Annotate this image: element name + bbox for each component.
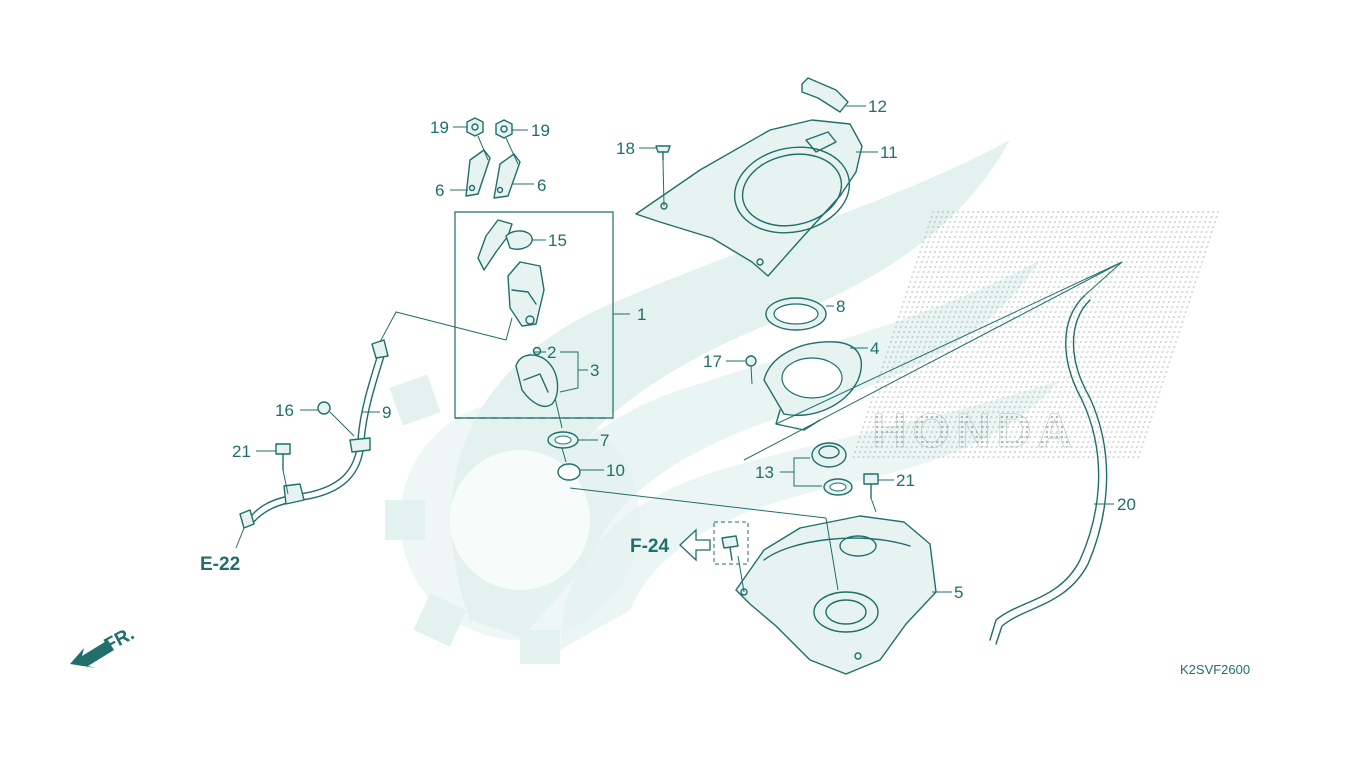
part-3-strainer[interactable] [515, 354, 559, 408]
callout-7: 7 [600, 431, 609, 450]
part-16-clamp-screw[interactable] [317, 401, 355, 437]
callout-21-right: 21 [896, 471, 915, 490]
callout-4: 4 [870, 339, 879, 358]
callout-19-right: 19 [531, 121, 550, 140]
callout-19-left: 19 [430, 118, 449, 137]
ref-f-24-bolt-box[interactable] [713, 521, 749, 565]
part-19-nut-right[interactable] [495, 119, 513, 139]
part-4-filler-neck-base[interactable] [763, 341, 863, 431]
drawing-code: K2SVF2600 [1180, 662, 1250, 677]
part-20-drain-hose[interactable] [989, 261, 1123, 645]
part-2-oring[interactable] [532, 346, 542, 356]
part-15-filter[interactable] [505, 230, 533, 250]
callout-5: 5 [954, 583, 963, 602]
ref-f-24-arrow-icon [679, 528, 711, 562]
callout-labels: 1 2 3 4 5 6 6 7 8 9 10 11 12 13 15 16 17 [232, 97, 1136, 602]
svg-text:HONDA: HONDA [872, 405, 1078, 458]
part-9-fuel-hose[interactable] [235, 311, 513, 549]
front-direction-arrow-icon [70, 640, 114, 668]
callout-20: 20 [1117, 495, 1136, 514]
watermark-brand-text: HONDA [872, 405, 1078, 459]
part-6-bracket-left[interactable] [465, 135, 491, 197]
callout-1: 1 [637, 305, 646, 324]
callout-18: 18 [616, 139, 635, 158]
part-1-fuel-pump[interactable] [477, 219, 545, 327]
part-6-bracket-right[interactable] [493, 137, 521, 199]
part-11-fuel-tank-cover[interactable] [635, 119, 863, 277]
ref-f-24-link[interactable]: F-24 [630, 536, 670, 557]
callout-6-left: 6 [435, 181, 444, 200]
watermark-wing-logo [451, 140, 1222, 650]
callout-11: 11 [880, 143, 898, 162]
part-8-seal-ring[interactable] [765, 297, 827, 331]
callout-9: 9 [382, 403, 391, 422]
part-7-gasket[interactable] [547, 431, 579, 449]
part-18-rivet[interactable] [655, 145, 671, 207]
callout-10: 10 [606, 461, 625, 480]
watermark-gear [385, 374, 640, 664]
callout-3: 3 [590, 361, 599, 380]
callout-6-right: 6 [537, 176, 546, 195]
leader-lines-main [554, 261, 1123, 593]
part-17-screw[interactable] [745, 355, 757, 385]
callout-12: 12 [868, 97, 887, 116]
callout-2: 2 [547, 343, 556, 362]
callout-16: 16 [275, 401, 294, 420]
ref-e-22-link[interactable]: E-22 [200, 554, 240, 575]
part-5-fuel-tank[interactable] [735, 515, 937, 675]
part-1-fuel-pump-assembly-box [454, 211, 630, 419]
part-10-oring[interactable] [557, 463, 581, 481]
part-12-clip[interactable] [801, 77, 849, 113]
part-13-fuel-cap[interactable] [811, 442, 853, 496]
callout-8: 8 [836, 297, 845, 316]
callout-15: 15 [548, 231, 567, 250]
callout-21-left: 21 [232, 442, 251, 461]
part-21-bolt-right[interactable] [863, 473, 879, 513]
callout-13: 13 [755, 463, 774, 482]
callout-17: 17 [703, 352, 722, 371]
part-19-nut-left[interactable] [466, 117, 484, 137]
